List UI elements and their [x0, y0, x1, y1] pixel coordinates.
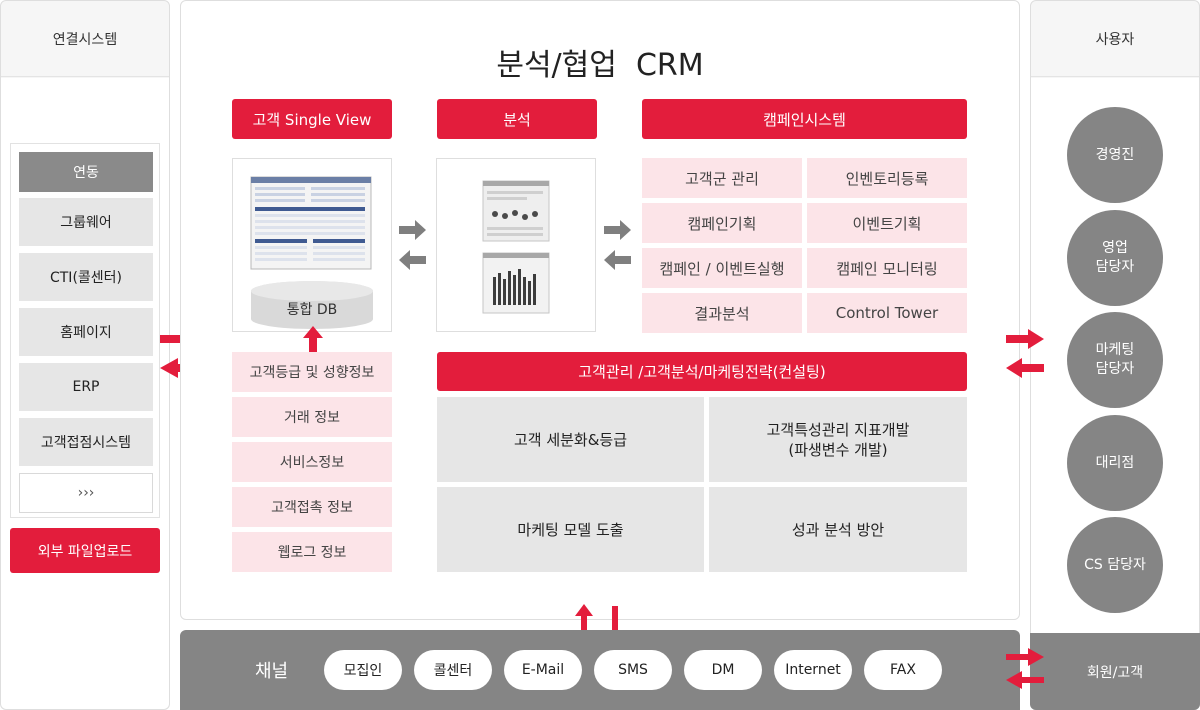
analysis-screen-thumbnail — [482, 180, 550, 314]
connected-systems-header: 연결시스템 — [1, 1, 169, 77]
consulting-item-marketing-model: 마케팅 모델 도출 — [437, 487, 704, 572]
info-customer-grade: 고객등급 및 성향정보 — [232, 352, 392, 392]
users-header: 사용자 — [1031, 1, 1199, 77]
campaign-item-execution: 캠페인 / 이벤트실행 — [642, 248, 802, 288]
member-customer-box: 회원/고객 — [1030, 633, 1200, 710]
channel-callcenter[interactable]: 콜센터 — [414, 650, 492, 690]
campaign-item-planning: 캠페인기획 — [642, 203, 802, 243]
info-weblog: 웹로그 정보 — [232, 532, 392, 572]
connected-systems-list: 연동 그룹웨어 CTI(콜센터) 홈페이지 ERP 고객접점시스템 ››› — [10, 143, 160, 518]
customer-screen-thumbnail — [250, 176, 373, 329]
campaign-item-results: 결과분석 — [642, 293, 802, 333]
analysis-box — [436, 158, 596, 332]
user-marketing: 마케팅 담당자 — [1067, 312, 1163, 408]
arrow-left-icon — [399, 250, 426, 270]
arrow-left-icon — [604, 250, 631, 270]
flow-arrows-icon — [604, 220, 631, 270]
right-arrows-icon — [1006, 329, 1044, 378]
user-agency: 대리점 — [1067, 415, 1163, 511]
system-erp[interactable]: ERP — [19, 363, 153, 411]
flow-arrows-icon — [399, 220, 426, 270]
arrow-right-icon — [1006, 329, 1044, 349]
arrow-right-icon — [1006, 648, 1044, 666]
system-groupware[interactable]: 그룹웨어 — [19, 198, 153, 246]
arrow-right-icon — [399, 220, 426, 240]
consulting-item-performance: 성과 분석 방안 — [709, 487, 967, 572]
system-homepage[interactable]: 홈페이지 — [19, 308, 153, 356]
arrow-left-icon — [1006, 671, 1044, 689]
link-header: 연동 — [19, 152, 153, 192]
channel-fax[interactable]: FAX — [864, 650, 942, 690]
consulting-item-index-dev: 고객특성관리 지표개발 (파생변수 개발) — [709, 397, 967, 482]
system-touchpoint[interactable]: 고객접점시스템 — [19, 418, 153, 466]
channel-dm[interactable]: DM — [684, 650, 762, 690]
user-executive: 경영진 — [1067, 107, 1163, 203]
more-systems-button[interactable]: ››› — [19, 473, 153, 513]
info-transaction: 거래 정보 — [232, 397, 392, 437]
campaign-item-event-planning: 이벤트기획 — [807, 203, 967, 243]
arrow-right-icon — [604, 220, 631, 240]
channel-recruiter[interactable]: 모집인 — [324, 650, 402, 690]
info-service: 서비스정보 — [232, 442, 392, 482]
channel-email[interactable]: E-Mail — [504, 650, 582, 690]
campaign-item-inventory: 인벤토리등록 — [807, 158, 967, 198]
consulting-header: 고객관리 /고객분석/마케팅전략(컨설팅) — [437, 352, 967, 391]
channel-sms[interactable]: SMS — [594, 650, 672, 690]
user-cs: CS 담당자 — [1067, 517, 1163, 613]
arrow-up-icon — [575, 604, 593, 644]
user-sales: 영업 담당자 — [1067, 210, 1163, 306]
campaign-header: 캠페인시스템 — [642, 99, 967, 139]
channel-internet[interactable]: Internet — [774, 650, 852, 690]
consulting-item-segmentation: 고객 세분화&등급 — [437, 397, 704, 482]
single-view-header: 고객 Single View — [232, 99, 392, 139]
campaign-item-monitoring: 캠페인 모니터링 — [807, 248, 967, 288]
arrow-left-icon — [1006, 358, 1044, 378]
single-view-box: 통합 DB — [232, 158, 392, 332]
integrated-db-label: 통합 DB — [286, 302, 338, 318]
analysis-header: 분석 — [437, 99, 597, 139]
campaign-item-control-tower: Control Tower — [807, 293, 967, 333]
external-file-upload-button[interactable]: 외부 파일업로드 — [10, 528, 160, 573]
page-title: 분석/협업 CRM — [496, 48, 704, 83]
channel-label: 채널 — [255, 661, 289, 682]
arrow-up-icon — [303, 326, 323, 352]
member-arrows-icon — [1006, 648, 1044, 689]
campaign-item-segment: 고객군 관리 — [642, 158, 802, 198]
info-contact: 고객접촉 정보 — [232, 487, 392, 527]
system-cti[interactable]: CTI(콜센터) — [19, 253, 153, 301]
